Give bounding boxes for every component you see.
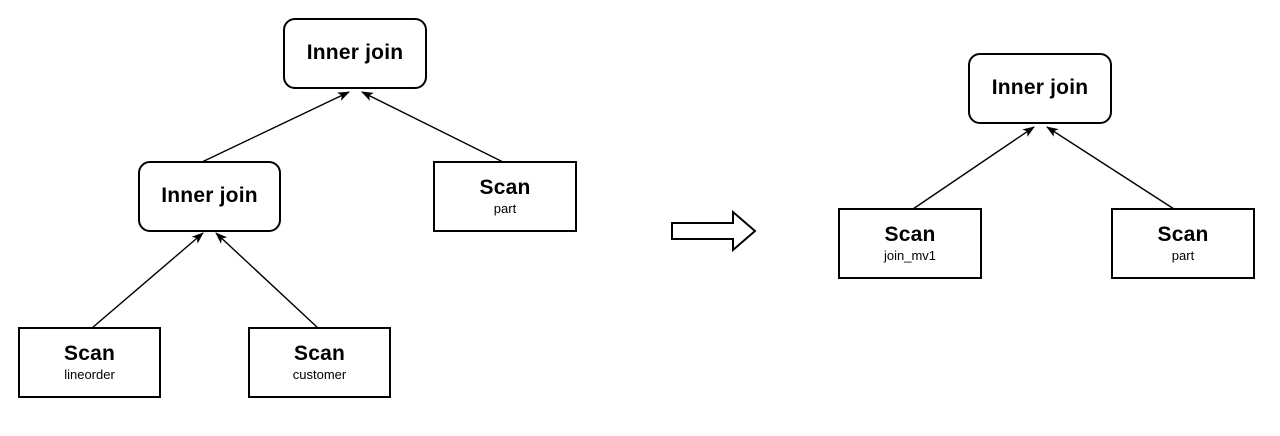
node-left-scan-customer: Scan customer <box>248 327 391 398</box>
node-label: Scan <box>64 341 115 365</box>
edge-left-join-to-left-root <box>201 91 350 163</box>
transform-arrow-icon <box>671 209 757 253</box>
node-left-scan-lineorder: Scan lineorder <box>18 327 161 398</box>
node-label: Scan <box>479 175 531 199</box>
node-left-inner-join: Inner join <box>138 161 281 232</box>
node-label: Inner join <box>991 76 1089 100</box>
node-label: Inner join <box>306 41 404 65</box>
node-label: Scan <box>1157 222 1209 246</box>
node-label: Scan <box>294 341 345 365</box>
node-right-scan-part: Scan part <box>1111 208 1255 279</box>
node-label: Inner join <box>161 184 258 208</box>
edge-right-scan-join-mv1-to-right-root <box>912 126 1035 210</box>
edge-left-scan-part-to-left-root <box>361 91 504 163</box>
edge-left-scan-customer-to-left-join <box>215 232 319 329</box>
edge-right-scan-part-to-right-root <box>1046 126 1175 210</box>
node-right-inner-join-root: Inner join <box>968 53 1112 124</box>
edge-left-scan-lineorder-to-left-join <box>91 232 204 329</box>
node-left-inner-join-root: Inner join <box>283 18 427 89</box>
node-sublabel: customer <box>292 367 347 383</box>
node-right-scan-join-mv1: Scan join_mv1 <box>838 208 982 279</box>
node-sublabel: part <box>493 201 517 217</box>
node-sublabel: lineorder <box>64 367 115 383</box>
node-sublabel: join_mv1 <box>883 248 937 264</box>
node-label: Scan <box>884 222 936 246</box>
node-sublabel: part <box>1171 248 1195 264</box>
node-left-scan-part: Scan part <box>433 161 577 232</box>
